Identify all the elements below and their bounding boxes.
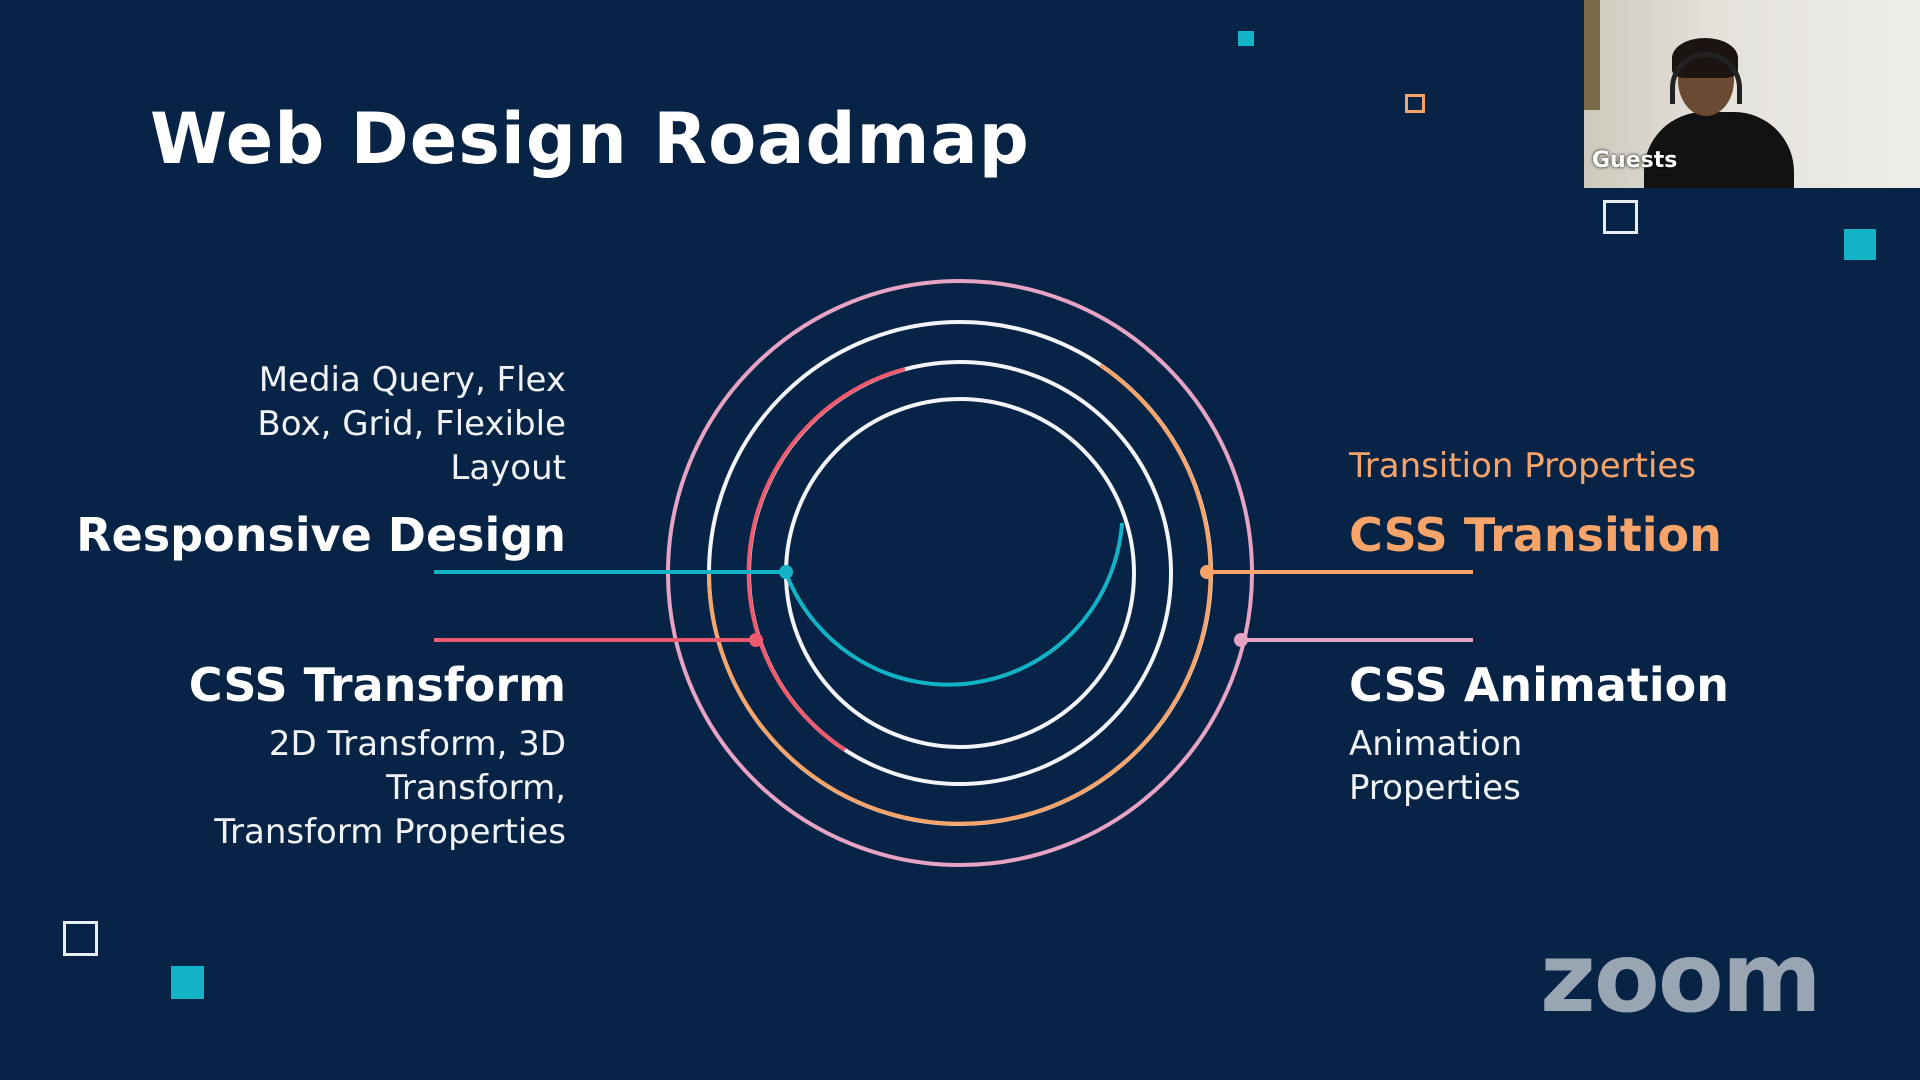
decor-square-white-outline [1603,200,1638,234]
participant-name-label: Guests [1592,148,1678,173]
decor-square-orange-outline [1405,94,1425,113]
text-line: Media Query, Flex [258,360,566,400]
css-animation-details: Animation Properties [1349,722,1522,810]
decor-square-teal [1844,229,1876,260]
participant-body [1644,112,1794,188]
responsive-design-heading: Responsive Design [76,508,566,562]
connector-dot [779,565,793,579]
participant-video-tile[interactable]: Guests [1584,0,1920,188]
text-line: 2D Transform, 3D [268,724,566,764]
text-line: Properties [1349,768,1521,808]
css-transform-details: 2D Transform, 3D Transform, Transform Pr… [166,722,566,854]
ring-third [747,360,1173,786]
connector-dot [1200,565,1214,579]
ring-second-orange-arc-left [707,572,861,805]
text-line: Animation [1349,724,1523,764]
zoom-watermark-logo: zoom [1540,922,1822,1034]
decor-square-teal [1238,31,1254,46]
css-transition-details: Transition Properties [1349,444,1696,488]
responsive-design-details: Media Query, Flex Box, Grid, Flexible La… [206,358,566,490]
slide-title: Web Design Roadmap [150,98,1030,180]
css-transform-heading: CSS Transform [188,658,566,712]
text-line: Transform Properties [214,812,566,852]
connector-dot [1234,633,1248,647]
connector-dot [749,633,763,647]
css-animation-heading: CSS Animation [1349,658,1730,712]
ring-second-orange-arc [859,363,1213,826]
decor-square-white-outline [63,921,98,956]
text-line: Transition Properties [1349,446,1697,486]
headset-icon [1670,52,1742,104]
ring-third-red-arc [746,367,906,752]
text-line: Layout [450,448,566,488]
background-shelf [1584,0,1600,110]
css-transition-heading: CSS Transition [1349,508,1722,562]
decor-square-teal [171,966,204,999]
text-line: Transform, [386,768,566,808]
ring-inner [784,397,1136,749]
text-line: Box, Grid, Flexible [257,404,566,444]
ring-inner-cyan-arc [784,522,1124,687]
